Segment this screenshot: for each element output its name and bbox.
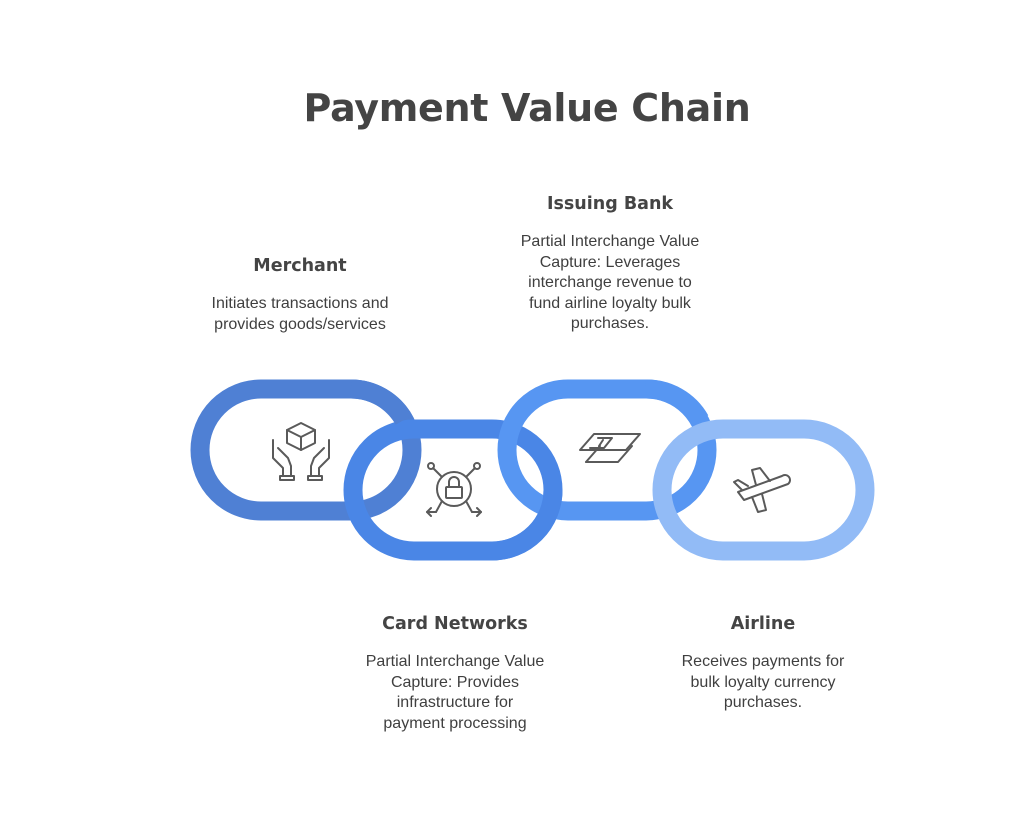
card-networks-block: Card Networks Partial Interchange Value … xyxy=(330,614,580,734)
airline-desc-line: bulk loyalty currency xyxy=(690,673,836,691)
airline-desc-line: Receives payments for xyxy=(681,653,845,670)
issuing-bank-description: Partial Interchange Value Capture: Lever… xyxy=(480,232,740,335)
merchant-link-overlap xyxy=(350,379,413,426)
airline-block: Airline Receives payments for bulk loyal… xyxy=(650,614,876,714)
card-networks-desc-line: infrastructure for xyxy=(396,694,514,711)
card-networks-heading: Card Networks xyxy=(382,614,528,634)
merchant-desc-line: provides goods/services xyxy=(214,315,386,333)
airline-link xyxy=(652,419,875,561)
issuing-bank-link-overlap xyxy=(645,379,709,426)
card-networks-desc-line: Capture: Provides xyxy=(390,673,520,691)
issuing-bank-heading: Issuing Bank xyxy=(546,194,674,214)
merchant-block: Merchant Initiates transactions and prov… xyxy=(180,256,420,335)
issuing-bank-desc-line: fund airline loyalty bulk xyxy=(529,294,691,312)
card-networks-description: Partial Interchange Value Capture: Provi… xyxy=(330,652,580,734)
issuing-bank-desc-line: Partial Interchange Value xyxy=(520,233,700,250)
card-networks-desc-line: Partial Interchange Value xyxy=(365,653,545,670)
page-title: Payment Value Chain xyxy=(303,86,751,130)
issuing-bank-link xyxy=(497,379,717,521)
airline-desc-line: purchases. xyxy=(723,694,803,711)
card-networks-desc-line: payment processing xyxy=(383,714,527,732)
issuing-bank-desc-line: Capture: Leverages xyxy=(539,253,681,271)
airline-description: Receives payments for bulk loyalty curre… xyxy=(650,652,876,714)
merchant-heading: Merchant xyxy=(253,256,347,276)
merchant-link xyxy=(190,379,422,521)
issuing-bank-desc-line: interchange revenue to xyxy=(528,274,692,291)
issuing-bank-desc-line: purchases. xyxy=(570,315,650,332)
merchant-desc-line: Initiates transactions and xyxy=(211,295,389,312)
airline-heading: Airline xyxy=(730,614,796,634)
card-networks-link-overlap xyxy=(491,489,563,561)
airplane-icon xyxy=(733,467,791,513)
hands-box-icon xyxy=(272,422,330,481)
network-lock-icon xyxy=(426,462,482,517)
card-dollar-icon xyxy=(579,433,641,463)
merchant-description: Initiates transactions and provides good… xyxy=(180,294,420,335)
issuing-bank-block: Issuing Bank Partial Interchange Value C… xyxy=(480,194,740,335)
